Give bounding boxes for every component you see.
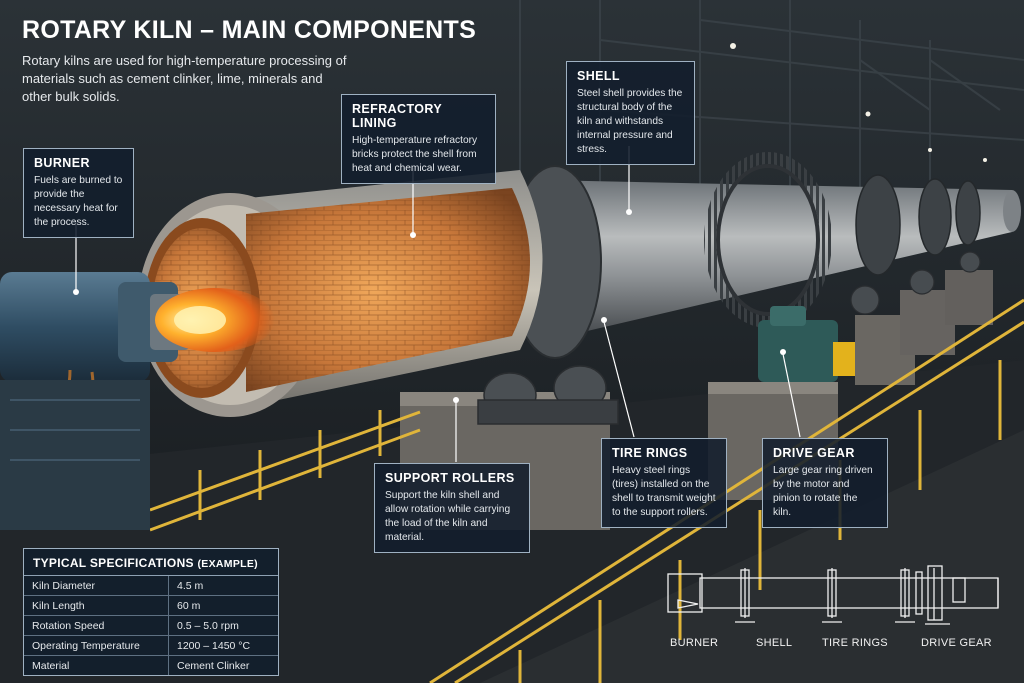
callout-burner-title: BURNER — [34, 156, 90, 170]
callout-support-rollers: SUPPORT ROLLERS Support the kiln shell a… — [374, 463, 530, 553]
spec-label: Material — [24, 655, 169, 675]
callout-refractory-lining-title: REFRACTORY LINING — [352, 102, 442, 130]
callout-tire-rings-title: TIRE RINGS — [612, 446, 688, 460]
callout-drive-gear-body: Large gear ring driven by the motor and … — [773, 465, 873, 518]
schematic-label-shell: SHELL — [756, 637, 793, 649]
callout-burner: BURNER Fuels are burned to provide the n… — [23, 148, 134, 238]
schematic-label-tire-rings: TIRE RINGS — [822, 637, 888, 649]
callout-tire-rings: TIRE RINGS Heavy steel rings (tires) ins… — [601, 438, 727, 528]
spec-label: Operating Temperature — [24, 635, 169, 656]
spec-value: 60 m — [168, 595, 278, 616]
table-row: Rotation Speed 0.5 – 5.0 rpm — [24, 615, 278, 636]
callout-support-rollers-body: Support the kiln shell and allow rotatio… — [385, 490, 511, 543]
callout-shell: SHELL Steel shell provides the structura… — [566, 61, 695, 165]
callout-shell-body: Steel shell provides the structural body… — [577, 88, 683, 155]
spec-value: 1200 – 1450 °C — [168, 635, 278, 656]
spec-value: 4.5 m — [177, 579, 204, 592]
specs-rows: Kiln Diameter 4.5 m Kiln Length 60 m Rot… — [24, 576, 278, 675]
schematic-label-drive-gear: DRIVE GEAR — [921, 637, 992, 649]
table-row: Material Cement Clinker — [24, 655, 278, 675]
table-row: Operating Temperature 1200 – 1450 °C — [24, 635, 278, 656]
page-title: ROTARY KILN – MAIN COMPONENTS — [22, 16, 477, 44]
callout-shell-title: SHELL — [577, 69, 620, 83]
page-subtitle: Rotary kilns are used for high-temperatu… — [22, 53, 347, 104]
spec-label: Kiln Length — [24, 595, 169, 616]
callout-refractory-lining-body: High-temperature refractory bricks prote… — [352, 135, 478, 174]
schematic-label-burner: BURNER — [670, 637, 719, 649]
callout-refractory-lining: REFRACTORY LINING High-temperature refra… — [341, 94, 496, 184]
specs-title-main: TYPICAL SPECIFICATIONS — [33, 556, 194, 570]
specs-title: TYPICAL SPECIFICATIONS (EXAMPLE) — [24, 549, 278, 576]
table-row: Kiln Diameter 4.5 m — [24, 576, 278, 596]
callout-drive-gear: DRIVE GEAR Large gear ring driven by the… — [762, 438, 888, 528]
callout-tire-rings-body: Heavy steel rings (tires) installed on t… — [612, 465, 716, 518]
callout-burner-body: Fuels are burned to provide the necessar… — [34, 175, 123, 228]
table-row: Kiln Length 60 m — [24, 595, 278, 616]
spec-value: Cement Clinker — [168, 655, 278, 675]
specs-title-suffix: (EXAMPLE) — [197, 558, 258, 570]
spec-label: Rotation Speed — [24, 615, 169, 636]
specs-table: TYPICAL SPECIFICATIONS (EXAMPLE) Kiln Di… — [23, 548, 279, 676]
spec-value: 0.5 – 5.0 rpm — [168, 615, 278, 636]
schematic-diagram — [667, 565, 999, 625]
callout-support-rollers-title: SUPPORT ROLLERS — [385, 471, 515, 485]
spec-label: Kiln Diameter — [24, 576, 169, 596]
callout-drive-gear-title: DRIVE GEAR — [773, 446, 855, 460]
